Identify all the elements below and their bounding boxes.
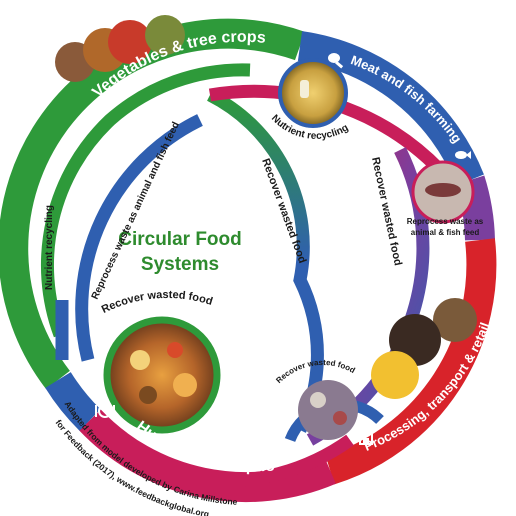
label-recover-center-left: Recover wasted food	[100, 289, 214, 316]
label-reprocess-right-1: Reprocess waste as	[407, 217, 484, 226]
fish-photo	[411, 160, 475, 224]
vegetable-photos	[55, 15, 185, 82]
label-recover-far-right: Recover wasted food	[369, 156, 404, 267]
nutrient-bowl-photo	[278, 58, 348, 128]
diagram-title-line1: Circular Food	[118, 229, 242, 250]
inner-arc-recover-large	[207, 89, 324, 433]
food-waste-photo	[103, 316, 221, 434]
store-icon	[359, 431, 373, 445]
label-nutrient-recycling-left: Nutrient recycling	[44, 205, 55, 290]
processing-photos	[371, 298, 477, 399]
tree-crops-icon	[95, 98, 109, 110]
diagram-title-line2: Systems	[141, 254, 219, 275]
plate-cutlery-icon	[95, 404, 115, 418]
drumstick-icon	[328, 53, 344, 69]
inner-arc-bottom-magenta	[199, 434, 354, 488]
fish-icon	[455, 151, 471, 159]
inner-arc-green	[40, 63, 251, 338]
inner-arc-reprocess-left	[75, 114, 203, 362]
bottom-waste-photo	[298, 380, 358, 440]
ring-segment-processing	[325, 238, 497, 485]
label-reprocess-right-2: animal & fish feed	[411, 228, 480, 237]
ring-segment-vegetables	[0, 18, 305, 390]
ring-segment-consumption-blue	[45, 371, 101, 431]
